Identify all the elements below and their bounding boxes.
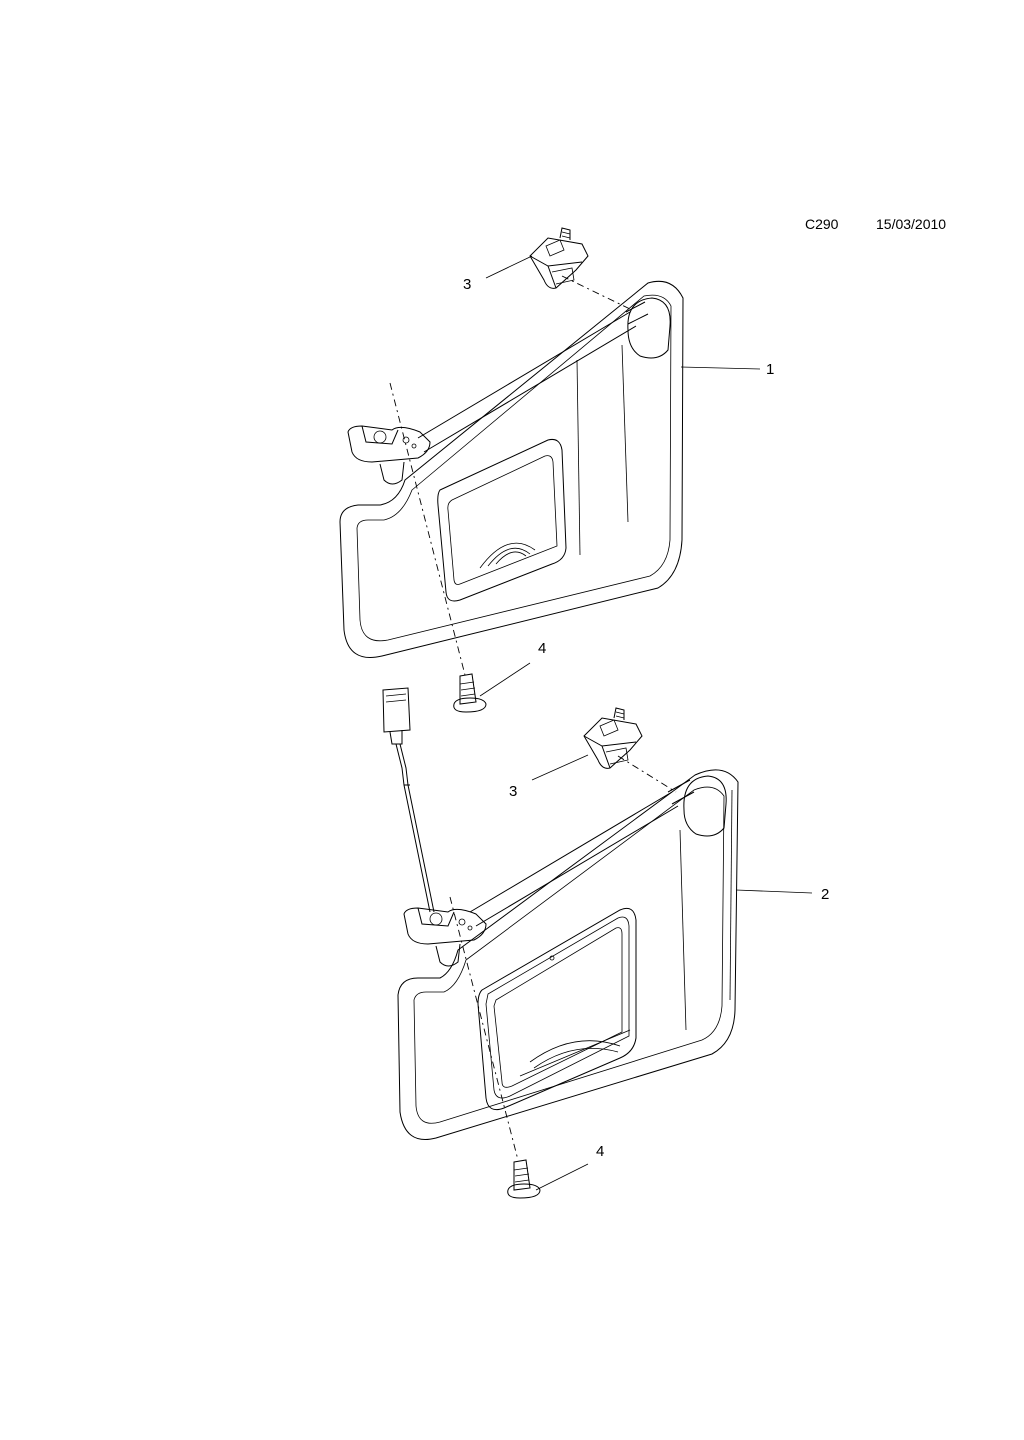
callout-4-upper: 4 (538, 640, 546, 657)
visor-clip-3-lower (583, 707, 677, 793)
screw-4-upper (453, 673, 487, 713)
diagram-model-code: C290 (805, 216, 839, 232)
wiring-harness (382, 687, 435, 913)
visor-clip-3-upper (529, 227, 633, 311)
callout-1: 1 (766, 361, 774, 378)
callout-4-lower: 4 (596, 1143, 604, 1160)
callout-leaders (479, 255, 813, 1191)
screw-4-lower (507, 1159, 541, 1199)
callout-2: 2 (821, 886, 829, 903)
callout-3-upper: 3 (463, 276, 471, 293)
callout-3-lower: 3 (509, 783, 517, 800)
sun-visor-2 (397, 769, 739, 1161)
diagram-date: 15/03/2010 (876, 216, 947, 232)
sun-visor-1 (339, 280, 684, 676)
